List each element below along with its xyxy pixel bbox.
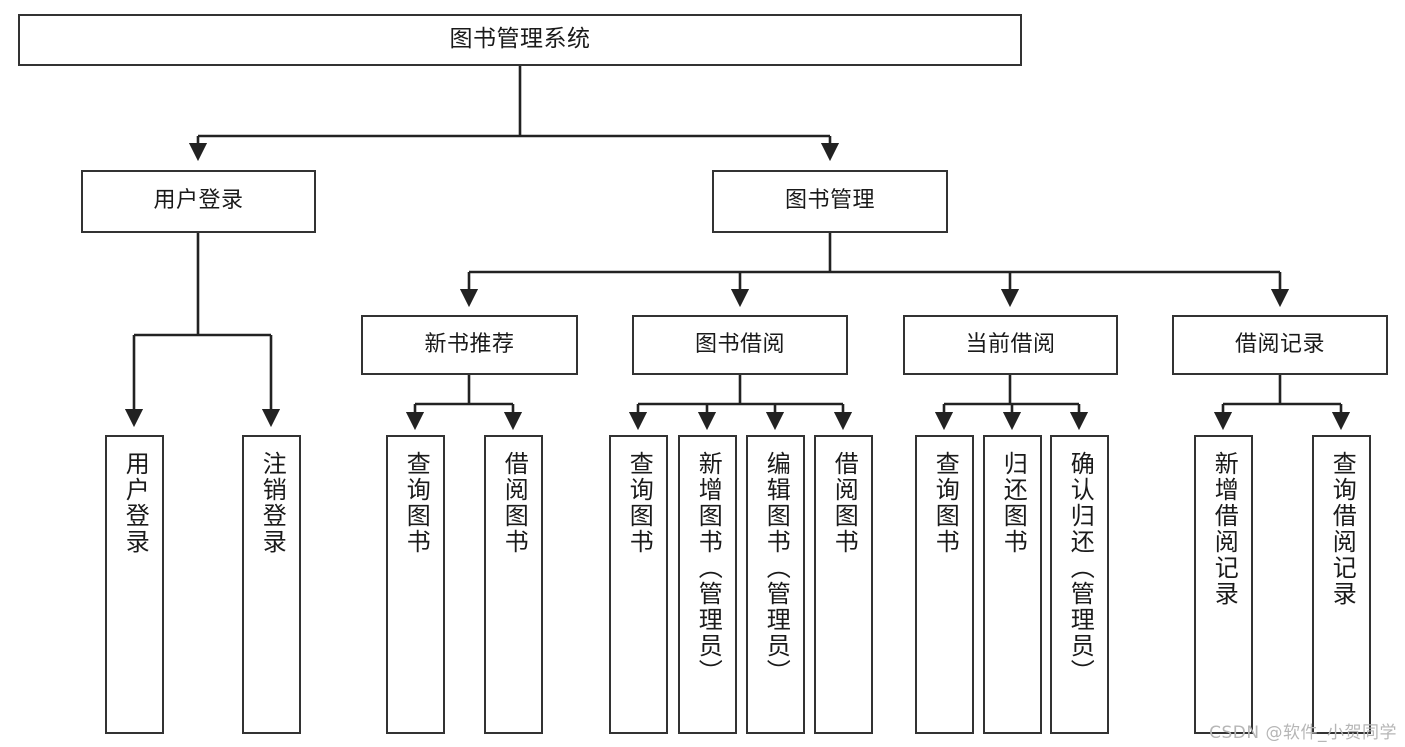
leaf-borrow-record-add-record[interactable]: 新增借阅记录 bbox=[1194, 435, 1253, 734]
leaf-user-login-logout[interactable]: 注销登录 bbox=[242, 435, 301, 734]
leaf-new-book-borrow-book[interactable]: 借阅图书 bbox=[484, 435, 543, 734]
node-label: 用户登录 bbox=[121, 451, 150, 555]
node-label: 查询图书 bbox=[625, 451, 654, 555]
node-current-borrow[interactable]: 当前借阅 bbox=[903, 315, 1118, 375]
node-label: 新增图书（管理员） bbox=[694, 451, 723, 685]
node-root-book-management-system[interactable]: 图书管理系统 bbox=[18, 14, 1022, 66]
node-label: 确认归还（管理员） bbox=[1066, 451, 1095, 685]
node-label: 借阅记录 bbox=[1234, 331, 1325, 357]
leaf-book-borrow-add-book-admin[interactable]: 新增图书（管理员） bbox=[678, 435, 737, 734]
node-label: 编辑图书（管理员） bbox=[762, 451, 791, 685]
leaf-new-book-query-book[interactable]: 查询图书 bbox=[386, 435, 445, 734]
node-label: 查询图书 bbox=[402, 451, 431, 555]
node-label: 归还图书 bbox=[999, 451, 1028, 555]
leaf-book-borrow-borrow-book[interactable]: 借阅图书 bbox=[814, 435, 873, 734]
node-book-management[interactable]: 图书管理 bbox=[712, 170, 948, 233]
leaf-book-borrow-query-book[interactable]: 查询图书 bbox=[609, 435, 668, 734]
node-label: 当前借阅 bbox=[965, 331, 1056, 357]
node-label: 图书借阅 bbox=[694, 331, 785, 357]
leaf-current-borrow-query-book[interactable]: 查询图书 bbox=[915, 435, 974, 734]
leaf-current-borrow-return-book[interactable]: 归还图书 bbox=[983, 435, 1042, 734]
node-label: 查询借阅记录 bbox=[1328, 451, 1357, 607]
node-label: 新增借阅记录 bbox=[1210, 451, 1239, 607]
node-label: 新书推荐 bbox=[424, 331, 515, 357]
node-borrow-record[interactable]: 借阅记录 bbox=[1172, 315, 1388, 375]
node-label: 图书管理 bbox=[784, 188, 875, 214]
node-label: 借阅图书 bbox=[500, 451, 529, 555]
node-label: 用户登录 bbox=[153, 188, 244, 214]
node-new-book-recommend[interactable]: 新书推荐 bbox=[361, 315, 578, 375]
leaf-book-borrow-edit-book-admin[interactable]: 编辑图书（管理员） bbox=[746, 435, 805, 734]
node-label: 注销登录 bbox=[258, 451, 287, 555]
node-label: 借阅图书 bbox=[830, 451, 859, 555]
leaf-user-login-login[interactable]: 用户登录 bbox=[105, 435, 164, 734]
leaf-current-borrow-confirm-return-admin[interactable]: 确认归还（管理员） bbox=[1050, 435, 1109, 734]
node-user-login[interactable]: 用户登录 bbox=[81, 170, 316, 233]
node-label: 查询图书 bbox=[931, 451, 960, 555]
leaf-borrow-record-query-record[interactable]: 查询借阅记录 bbox=[1312, 435, 1371, 734]
node-label: 图书管理系统 bbox=[449, 26, 591, 53]
node-book-borrow[interactable]: 图书借阅 bbox=[632, 315, 848, 375]
